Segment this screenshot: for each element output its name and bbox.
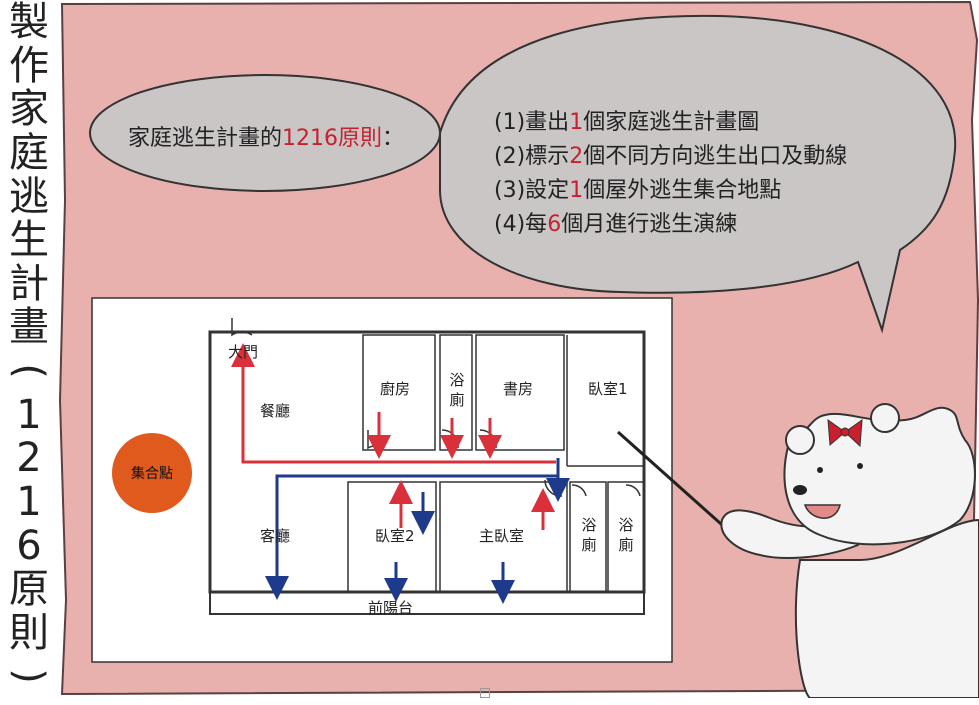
rule-number: (3) (494, 178, 526, 203)
bubble-intro: 家庭逃生計畫的1216原則： (128, 120, 404, 152)
vertical-title-char: 原 (9, 566, 49, 613)
rule-highlight: 1 (569, 110, 584, 135)
rule-highlight: 6 (547, 212, 562, 237)
rule-text: 個月進行逃生演練 (561, 212, 738, 237)
room-bedroom-1: 臥室1 (588, 380, 628, 398)
vertical-title-char: 1 (16, 391, 42, 438)
room-bath-1: 浴廁 (449, 371, 465, 409)
vertical-title-char: 庭 (9, 129, 49, 176)
rule-text: 標示 (525, 144, 570, 169)
room-dining: 餐廳 (260, 402, 291, 420)
rule-text: 設定 (525, 178, 570, 203)
intro-prefix: 家庭逃生計畫的 (128, 126, 283, 151)
rule-number: (2) (494, 144, 526, 169)
room-bedroom-2: 臥室2 (375, 527, 415, 545)
rule-number: (4) (494, 212, 526, 237)
intro-highlight: 1216原則 (282, 126, 383, 151)
vertical-title-char: 則 (9, 609, 49, 656)
vertical-title-char: 畫 (9, 304, 49, 351)
rule-3: (3)設定1個屋外逃生集合地點 (494, 172, 781, 204)
vertical-title-char: 計 (9, 260, 49, 307)
vertical-title-char: 生 (9, 217, 49, 264)
vertical-title-char: 家 (9, 86, 49, 133)
rule-text: 個不同方向逃生出口及動線 (583, 144, 848, 169)
vertical-title-char: 製 (9, 0, 49, 45)
rule-text: 個家庭逃生計畫圖 (583, 110, 760, 135)
rule-text: 個屋外逃生集合地點 (583, 178, 782, 203)
rule-text: 畫出 (525, 110, 570, 135)
vertical-title-char: 2 (16, 435, 42, 482)
room-living: 客廳 (260, 527, 291, 545)
blue-escape-route (265, 458, 570, 604)
room-master: 主臥室 (479, 527, 525, 545)
rule-1: (1)畫出1個家庭逃生計畫圖 (494, 104, 759, 136)
room-study: 書房 (503, 380, 534, 398)
room-bath-3: 浴廁 (618, 516, 634, 554)
rule-highlight: 2 (569, 144, 584, 169)
rule-highlight: 1 (569, 178, 584, 203)
room-balcony: 前陽台 (368, 599, 414, 617)
rule-text: 每 (525, 212, 548, 237)
vertical-title-char: 6 (16, 522, 42, 569)
vertical-title-char: 逃 (9, 173, 49, 220)
vertical-title-char: 作 (9, 42, 49, 89)
room-kitchen: 廚房 (380, 380, 411, 398)
vertical-title-char: 1 (16, 478, 42, 525)
bow-icon (827, 418, 863, 448)
room-front-door: 大門 (228, 343, 259, 361)
assembly-point: 集合點 (112, 433, 192, 513)
rule-number: (1) (494, 110, 526, 135)
rule-2: (2)標示2個不同方向逃生出口及動線 (494, 138, 847, 170)
rule-4: (4)每6個月進行逃生演練 (494, 206, 737, 238)
intro-suffix: ： (382, 126, 405, 151)
footer-mark (480, 688, 490, 698)
room-bath-2: 浴廁 (581, 516, 597, 554)
red-escape-route (231, 343, 556, 530)
assembly-label: 集合點 (131, 466, 173, 482)
